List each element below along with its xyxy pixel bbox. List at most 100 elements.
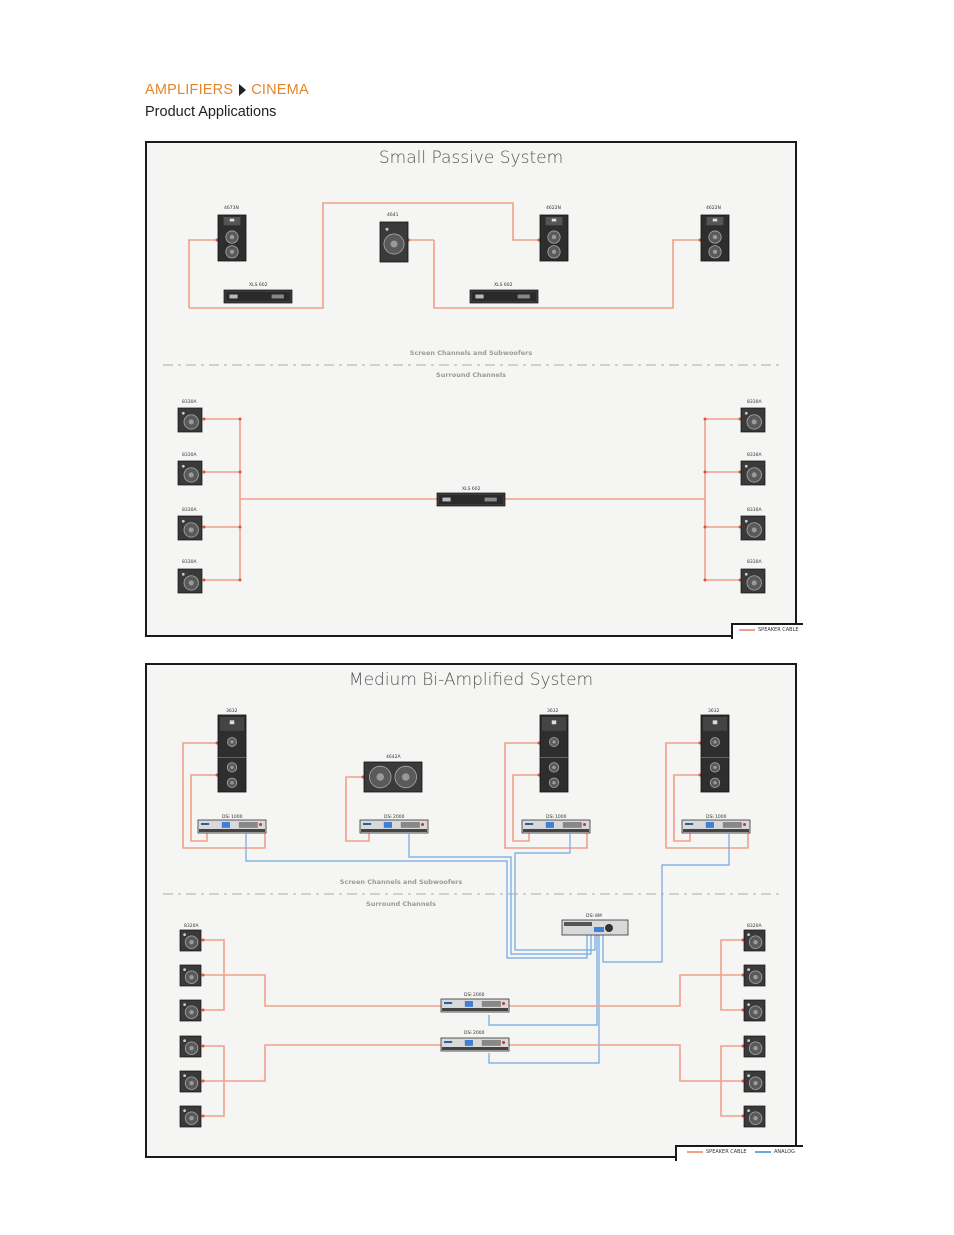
- speaker-cable-swatch: [687, 1151, 703, 1153]
- surround-speaker-icon: [177, 407, 203, 433]
- zone-label-surround: Surround Channels: [436, 371, 506, 379]
- connection-dot: [202, 525, 206, 529]
- woofer-cap-icon: [230, 765, 234, 770]
- surround-speaker-icon: [743, 1105, 766, 1128]
- amplifier-icon: [469, 289, 539, 304]
- screen-speaker-icon: [539, 214, 569, 262]
- medium-system-wiring: [163, 714, 783, 1128]
- amp-label: DSi 1000: [706, 815, 727, 820]
- surround-label: 8330A: [182, 400, 197, 405]
- speaker-cable: [507, 1044, 721, 1082]
- woofer-cap-icon: [551, 249, 557, 254]
- woofer-cap-icon: [712, 234, 718, 240]
- breadcrumb-section[interactable]: AMPLIFIERS: [145, 82, 234, 98]
- line-array-speaker-icon: [217, 714, 247, 793]
- line-array-speaker-icon: [539, 714, 569, 793]
- speaker-cable: [665, 742, 749, 849]
- connection-dot: [202, 417, 206, 421]
- woofer-cap-icon: [189, 939, 194, 945]
- surround-label: 8330A: [182, 453, 197, 458]
- zone-label-screen: Screen Channels and Subwoofers: [339, 878, 463, 886]
- connection-dot: [703, 417, 707, 421]
- dsi-amplifier-icon: [681, 819, 751, 834]
- surround-speaker-icon: [743, 1070, 766, 1093]
- subwoofer-icon: [363, 761, 423, 793]
- connection-dot: [238, 578, 242, 582]
- connection-dot: [201, 1008, 205, 1012]
- speaker-cable: [345, 776, 370, 842]
- woofer-cap-icon: [753, 939, 758, 945]
- speaker-cable: [673, 774, 700, 842]
- speaker-label: 3632: [708, 709, 720, 714]
- amp-label: DSi 1000: [546, 815, 567, 820]
- connection-dot: [238, 417, 242, 421]
- speaker-cable: [433, 239, 700, 309]
- amp-label: XLS 602: [462, 487, 481, 492]
- analog-cable: [408, 833, 592, 955]
- speaker-cable: [504, 742, 588, 849]
- speaker-label: 4641: [387, 213, 399, 218]
- dsi-amplifier-icon: [440, 1037, 510, 1052]
- woofer-cap-icon: [390, 240, 398, 248]
- woofer-cap-icon: [188, 472, 194, 478]
- surround-label: 8330A: [182, 560, 197, 565]
- connection-dot: [201, 1079, 205, 1083]
- breadcrumb-page[interactable]: CINEMA: [251, 82, 309, 98]
- legend-box: [731, 623, 803, 639]
- surround-speaker-icon: [740, 460, 766, 486]
- line-array-speaker-icon: [700, 714, 730, 793]
- surround-speaker-icon: [179, 1070, 202, 1093]
- connection-dot: [703, 578, 707, 582]
- woofer-cap-icon: [230, 781, 234, 785]
- connection-dot: [201, 938, 205, 942]
- speaker-cable: [224, 1044, 443, 1082]
- surround-label: 8330A: [747, 508, 762, 513]
- woofer-cap-icon: [551, 234, 557, 240]
- diagram-title: Medium Bi-Amplified System: [348, 670, 594, 690]
- woofer-cap-icon: [753, 1080, 758, 1086]
- woofer-cap-icon: [713, 765, 717, 770]
- woofer-cap-icon: [713, 781, 717, 785]
- speaker-cable: [190, 774, 217, 842]
- surround-speaker-icon: [179, 1035, 202, 1058]
- speaker-cable: [224, 974, 443, 1007]
- legend-speaker-cable: SPEAKER CABLE: [687, 1149, 747, 1155]
- breadcrumb: AMPLIFIERS CINEMA: [145, 82, 309, 98]
- screen-speaker-icon: [217, 214, 247, 262]
- legend-analog: ANALOG: [755, 1149, 795, 1155]
- surround-speaker-icon: [740, 407, 766, 433]
- connection-dot: [703, 470, 707, 474]
- woofer-cap-icon: [751, 419, 757, 425]
- woofer-cap-icon: [751, 580, 757, 586]
- connection-dot: [201, 973, 205, 977]
- legend-box: [675, 1145, 803, 1161]
- surround-speaker-icon: [743, 964, 766, 987]
- woofer-cap-icon: [189, 974, 194, 980]
- surround-speaker-icon: [179, 1105, 202, 1128]
- woofer-cap-icon: [376, 773, 385, 781]
- speaker-label: 4622N: [706, 206, 721, 211]
- breadcrumb-separator-icon: [239, 84, 247, 96]
- surround-label: 8330A: [182, 508, 197, 513]
- dsi-amplifier-icon: [359, 819, 429, 834]
- amp-label: DSi 2000: [464, 1031, 485, 1036]
- surround-speaker-icon: [743, 999, 766, 1022]
- connection-dot: [202, 578, 206, 582]
- woofer-cap-icon: [753, 1115, 758, 1121]
- connection-dot: [201, 1114, 205, 1118]
- surround-speaker-icon: [743, 1035, 766, 1058]
- woofer-cap-icon: [401, 773, 410, 781]
- surround-speaker-icon: [177, 568, 203, 594]
- woofer-cap-icon: [189, 1045, 194, 1051]
- woofer-cap-icon: [753, 974, 758, 980]
- amp-label: XLS 602: [249, 283, 268, 288]
- speaker-label: 3632: [226, 709, 238, 714]
- woofer-cap-icon: [229, 249, 235, 254]
- speaker-cable: [512, 774, 539, 842]
- woofer-cap-icon: [552, 740, 556, 744]
- dsi-amplifier-icon: [440, 998, 510, 1013]
- woofer-cap-icon: [713, 740, 717, 744]
- surround-speaker-icon: [740, 568, 766, 594]
- connection-dot: [238, 525, 242, 529]
- woofer-cap-icon: [712, 249, 718, 254]
